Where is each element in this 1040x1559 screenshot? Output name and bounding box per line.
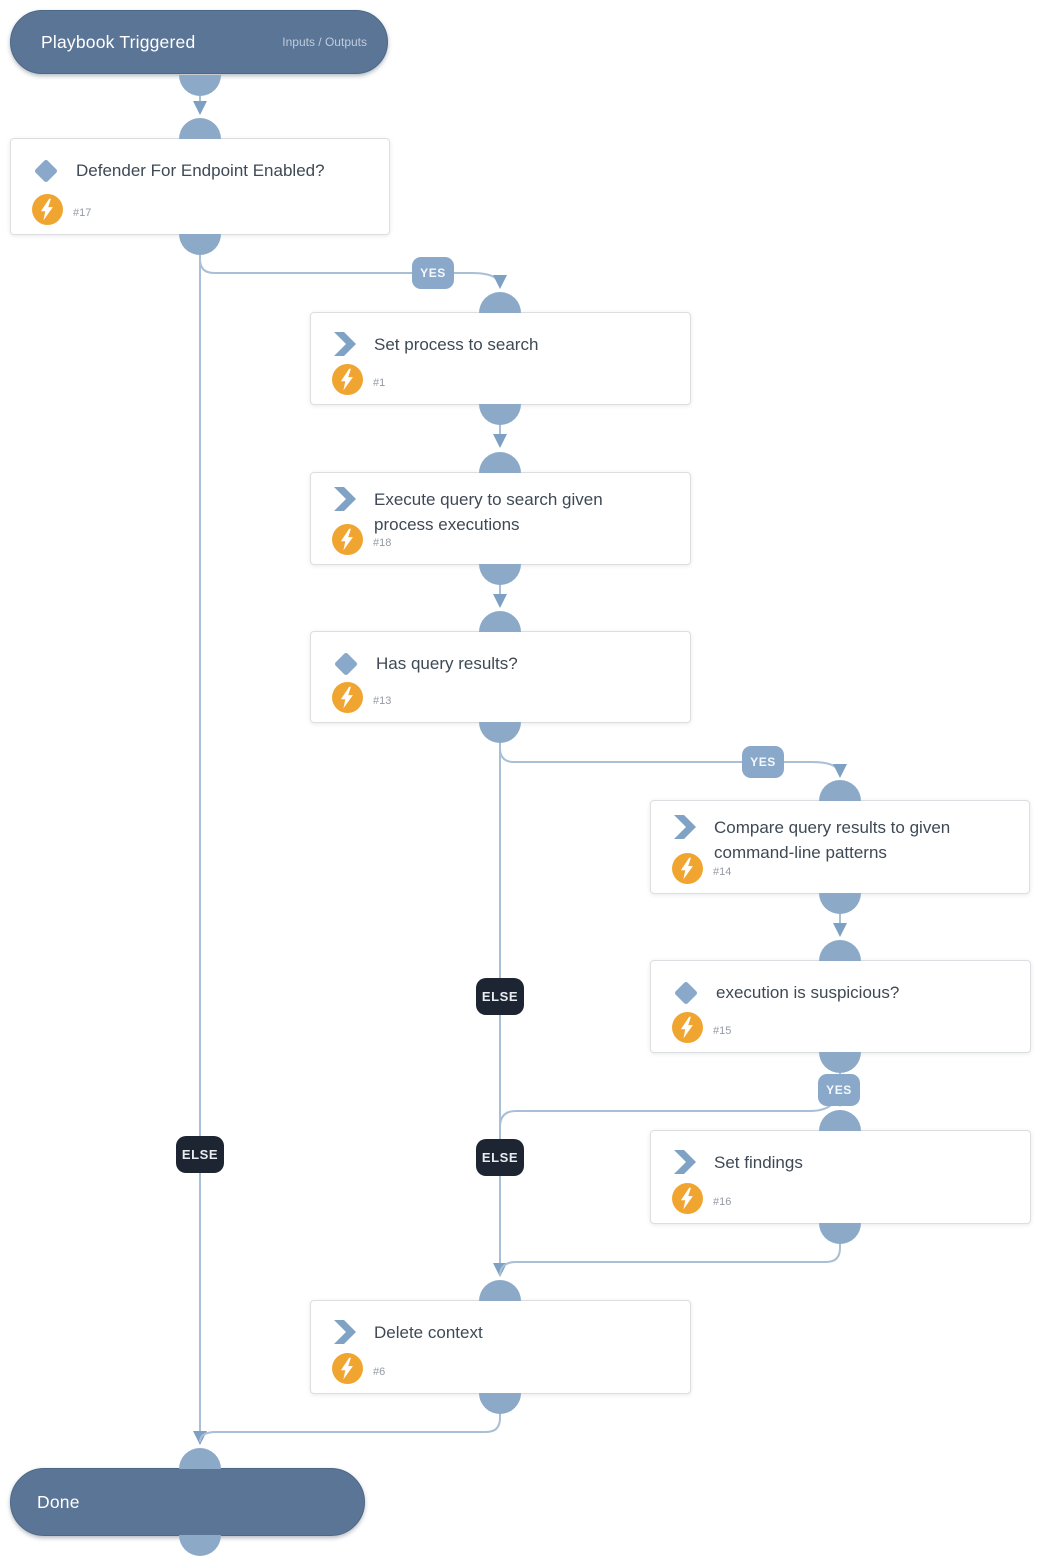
task-chevron-icon (333, 487, 357, 516)
condition-diamond-icon (33, 158, 59, 189)
node-number: #16 (713, 1196, 732, 1208)
node-title: Compare query results to given command-l… (714, 818, 951, 862)
task-chevron-icon (333, 332, 357, 361)
node-execute-query[interactable]: Execute query to search given process ex… (310, 472, 691, 565)
node-title: Delete context (374, 1323, 483, 1342)
branch-label-yes-defender: YES (412, 257, 454, 289)
node-title: Set findings (714, 1153, 803, 1172)
automation-bolt-icon (332, 364, 363, 395)
node-set-process-to-search[interactable]: Set process to search #1 (310, 312, 691, 405)
connector-suspicious-else (499, 1072, 841, 1128)
node-has-query-results[interactable]: Has query results? #13 (310, 631, 691, 723)
automation-bolt-icon (672, 853, 703, 884)
node-playbook-triggered[interactable]: Playbook Triggered Inputs / Outputs (10, 10, 388, 74)
node-compare-query-results[interactable]: Compare query results to given command-l… (650, 800, 1030, 894)
node-number: #15 (713, 1025, 732, 1037)
node-number: #18 (373, 537, 392, 549)
branch-label-yes-hasresults: YES (742, 746, 784, 778)
automation-bolt-icon (32, 194, 63, 225)
node-number: #6 (373, 1366, 386, 1378)
automation-bolt-icon (332, 1353, 363, 1384)
start-node-title: Playbook Triggered (41, 31, 196, 52)
branch-label-yes-suspicious: YES (818, 1074, 860, 1106)
branch-label-else-suspicious: ELSE (476, 1139, 524, 1176)
task-chevron-icon (673, 815, 697, 844)
node-title: Has query results? (376, 654, 518, 673)
connector-setfindings-out (499, 1243, 841, 1277)
task-chevron-icon (333, 1320, 357, 1349)
node-done[interactable]: Done (10, 1468, 365, 1536)
node-set-findings[interactable]: Set findings #16 (650, 1130, 1031, 1224)
node-title: Defender For Endpoint Enabled? (76, 161, 325, 180)
node-number: #1 (373, 377, 386, 389)
end-node-title: Done (37, 1491, 80, 1512)
task-chevron-icon (673, 1150, 697, 1179)
automation-bolt-icon (672, 1183, 703, 1214)
node-title: execution is suspicious? (716, 983, 900, 1002)
node-title: Execute query to search given process ex… (374, 490, 603, 534)
node-defender-for-endpoint-enabled[interactable]: Defender For Endpoint Enabled? #17 (10, 138, 390, 235)
node-number: #17 (73, 207, 92, 219)
condition-diamond-icon (673, 980, 699, 1011)
connector-defender-yes (199, 252, 507, 289)
branch-label-else-hasresults: ELSE (476, 978, 524, 1015)
condition-diamond-icon (333, 651, 359, 682)
inputs-outputs-link[interactable]: Inputs / Outputs (282, 35, 367, 49)
node-delete-context[interactable]: Delete context #6 (310, 1300, 691, 1394)
node-number: #13 (373, 695, 392, 707)
node-title: Set process to search (374, 335, 539, 354)
node-number: #14 (713, 866, 732, 878)
connector-deletecontext-out (199, 1413, 501, 1443)
connector-hasresults-yes (499, 747, 847, 778)
automation-bolt-icon (672, 1012, 703, 1043)
branch-label-else-defender: ELSE (176, 1136, 224, 1173)
automation-bolt-icon (332, 682, 363, 713)
automation-bolt-icon (332, 524, 363, 555)
node-execution-is-suspicious[interactable]: execution is suspicious? #15 (650, 960, 1031, 1053)
